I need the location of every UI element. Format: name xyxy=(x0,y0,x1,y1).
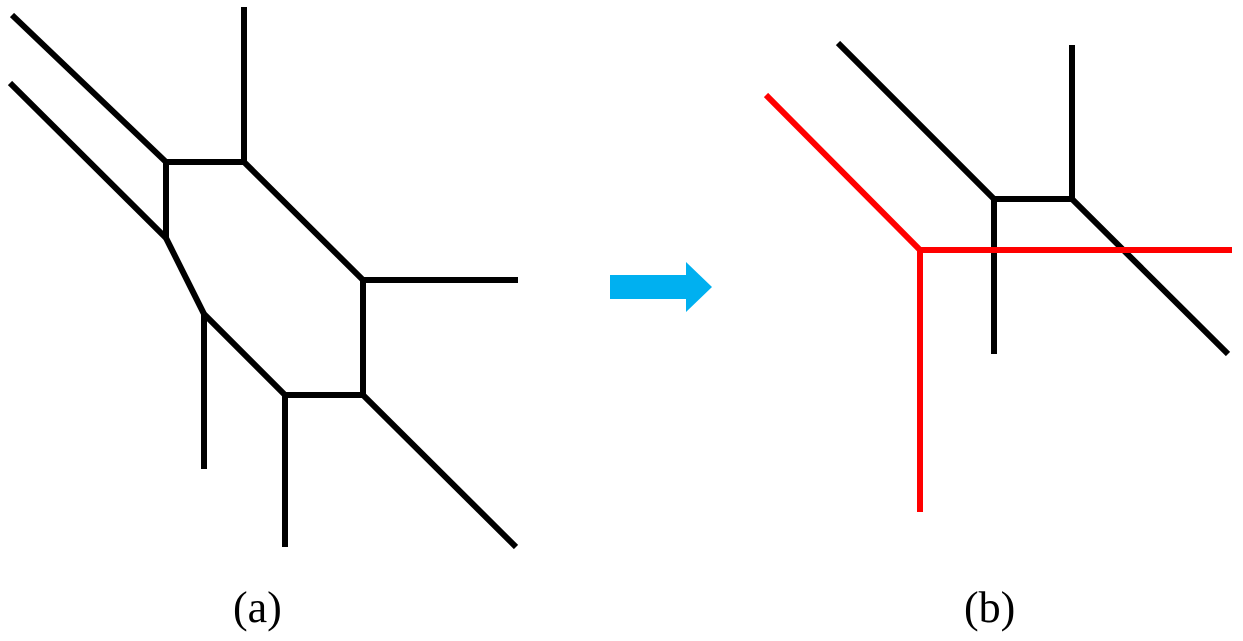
graph-a xyxy=(7,7,519,550)
panel-label-a: (a) xyxy=(233,583,282,632)
panel-label-b: (b) xyxy=(964,583,1016,632)
edge xyxy=(1069,196,1231,357)
edge xyxy=(835,40,997,202)
edge xyxy=(9,12,169,165)
edge xyxy=(7,80,169,241)
edge xyxy=(241,159,366,283)
edge xyxy=(360,392,519,550)
highlighted-edge xyxy=(763,92,923,253)
graph-b-highlight xyxy=(763,92,1232,512)
edge xyxy=(163,236,207,316)
edge xyxy=(201,311,288,398)
graph-b xyxy=(835,40,1231,357)
right-arrow-icon xyxy=(610,262,712,312)
